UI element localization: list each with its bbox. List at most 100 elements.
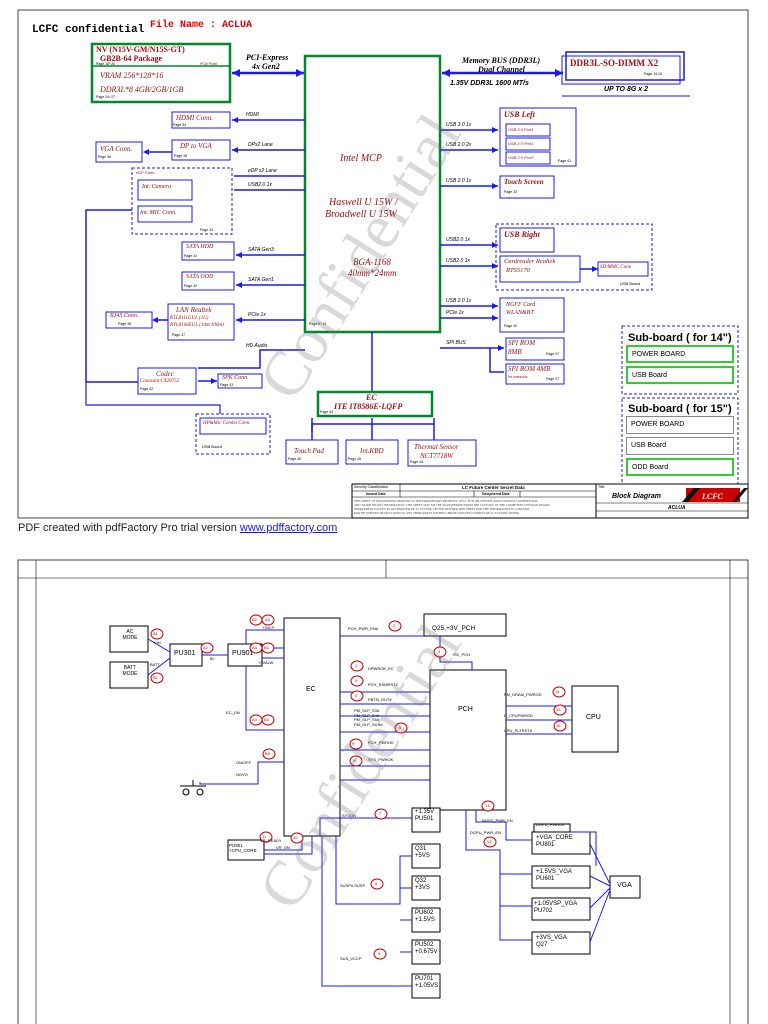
int-kbd-page: Page 45: [348, 457, 362, 461]
sig-dgpu-pwrok: DGPU_PWROK: [536, 822, 565, 827]
pdffactory-link[interactable]: www.pdffactory.com: [239, 522, 338, 534]
sig-h-cpupwrgd: H_CPUPWRGD: [504, 713, 533, 718]
gpu-page2: Page 24~27: [96, 95, 115, 99]
q32-node: Q32+3VS: [415, 878, 430, 892]
badge: 7: [379, 811, 382, 816]
vs15-l1: +1.5VS_VGA: [536, 869, 572, 875]
sig-batt: BATT: [150, 662, 160, 667]
thermal-sensor-page: Page 44: [410, 460, 424, 464]
ngff-page: Page 40: [504, 324, 518, 328]
usb-cam-signal: USB2.0 1x: [248, 182, 272, 188]
usb-left-page: Page 41: [558, 159, 572, 163]
lan-chip1: RTL8111GUL (1G): [170, 316, 209, 321]
memory-bus-label: Memory BUS (DDR3L): [462, 56, 541, 65]
pu301: PU301: [174, 650, 196, 657]
svg-text:MAY BE USED BY OR DISCLOSED TO: MAY BE USED BY OR DISCLOSED TO ANY THIRD…: [354, 511, 520, 515]
q25-node: Q25,+3V_PCH: [432, 625, 476, 632]
usb-right: USB Right: [504, 230, 540, 239]
int-mic: Int. MIC Conn.: [140, 210, 177, 216]
spi-bus-signal: SPI BUS: [446, 340, 466, 346]
sig-pm-dram: PM_DRAM_PWRGD: [504, 692, 542, 697]
ac-mode-l1: AC: [126, 629, 134, 635]
confidential-label: LCFC confidential: [32, 24, 145, 36]
sig-pch-pwrok: PCH_PWROK: [368, 740, 394, 745]
badge: 9: [378, 951, 381, 956]
cpu-vendor: Intel MCP: [340, 153, 382, 164]
power-badges: [150, 614, 567, 960]
security-classification: Security Classification: [354, 485, 389, 489]
pu701-node: PU701+1.05VS: [415, 976, 438, 990]
pdf-note-text: PDF created with pdfFactory Pro trial ve…: [18, 522, 240, 534]
lcfc-secret-data: LC Future Center Secret Data: [462, 485, 525, 490]
ec-page: Page 44: [320, 410, 334, 414]
cardreader-chip: RTS5170: [506, 267, 530, 274]
memory-channel: Dual Channel: [478, 65, 525, 74]
thermal-sensor-chip: NCT7718W: [420, 452, 454, 460]
sig-pbtn: PBTN_OUT#: [368, 697, 392, 702]
svg-text:AND TRADE SECRET INFORMATION.: AND TRADE SECRET INFORMATION. THIS SHEET…: [354, 503, 551, 507]
pu502-l2: +0.675V: [415, 949, 438, 955]
touch-screen-page: Page 33: [504, 190, 518, 194]
badge: 16: [556, 723, 561, 728]
badge: 14: [555, 689, 560, 694]
pu602-node: PU602+1.5VS: [415, 910, 435, 924]
usb-board-label-left: USB Board: [202, 444, 223, 449]
vs15-l2: PU601: [536, 876, 555, 882]
vga-core-l1: +VGA_CORE: [536, 835, 573, 841]
badge: 9: [352, 741, 355, 746]
badge: 4: [355, 678, 358, 683]
thermal-sensor: Thermal Sensor: [414, 443, 459, 451]
deciphered-date: Deciphered Date: [482, 492, 510, 496]
cpu-node: CPU: [586, 714, 601, 721]
pcie-label: PCI-Express: [246, 53, 289, 62]
badge: V1: [485, 803, 490, 808]
sig-slp: PM_SLP_SUS#: [354, 721, 383, 727]
touch-pad: Touch Pad: [294, 447, 324, 455]
sata-odd-page: Page 42: [184, 284, 198, 288]
badge: 10: [293, 835, 298, 840]
batt-mode-l1: BATT: [123, 665, 137, 671]
codec-chip: Conexant CX20752: [140, 379, 180, 384]
pu602-l2: +1.5VS: [415, 917, 435, 923]
subboard-15-item: ODD Board: [626, 458, 734, 476]
hdmi-signal: HDMI: [246, 112, 259, 118]
badge: 5: [355, 693, 358, 698]
pu701-l1: PU701: [415, 976, 434, 982]
svg-text:LCFC: LCFC: [701, 492, 724, 501]
pu602-l1: PU602: [415, 910, 434, 916]
gpu-ddr: DDR3L*8 4GB/2GB/1GB: [100, 85, 184, 94]
sig-ec-on: EC_ON: [226, 710, 240, 715]
cpu-broadwell: Broadwell U 15W: [325, 209, 397, 220]
usb-right-signal: USB2.0 1x: [446, 237, 470, 243]
q31-node: Q31+5VS: [415, 846, 430, 860]
badge: A1: [153, 631, 158, 636]
sata-odd: SATA ODD: [186, 274, 214, 280]
touch-pad-page: Page 46: [288, 457, 302, 461]
spk-conn: SPK Conn.: [222, 375, 249, 381]
sig-vin: VIN: [154, 640, 161, 645]
q32-l1: Q32: [415, 878, 427, 884]
subboard-15-item: POWER BOARD: [626, 416, 734, 434]
cardreader-title: Cardreader Realtek: [504, 258, 556, 265]
cpu-haswell: Haswell U 15W /: [329, 197, 398, 208]
usb-board-label-right: USB Board: [620, 281, 641, 286]
int-kbd: Int.KBD: [360, 447, 384, 455]
svg-text:THIS SHEET OF ENGINEERING DRAW: THIS SHEET OF ENGINEERING DRAWING IS THE…: [354, 499, 538, 504]
sig-sus-vccp: SUS_VCCP: [340, 956, 362, 961]
sig-3v-pch: +3V_PCH: [452, 652, 470, 657]
q31-l1: Q31: [415, 846, 427, 852]
badge: A3: [252, 717, 257, 722]
sig-dgpu-pwr-en: DGPU_PWR_EN: [470, 830, 501, 835]
pu801-cpu-l2: +CPU_CORE: [229, 848, 257, 853]
spi-rom-8mb-title: SPI ROM: [508, 339, 536, 347]
usb-left: USB Left: [504, 110, 535, 119]
sig-bplus: B+: [210, 656, 216, 661]
cardreader-signal: USB2.0 1x: [446, 258, 470, 264]
ngff-card: NGFF Card: [506, 302, 536, 308]
badge: 10: [352, 758, 357, 763]
dp-page: Page 35: [174, 154, 188, 158]
sata-hdd-page: Page 42: [184, 254, 198, 258]
